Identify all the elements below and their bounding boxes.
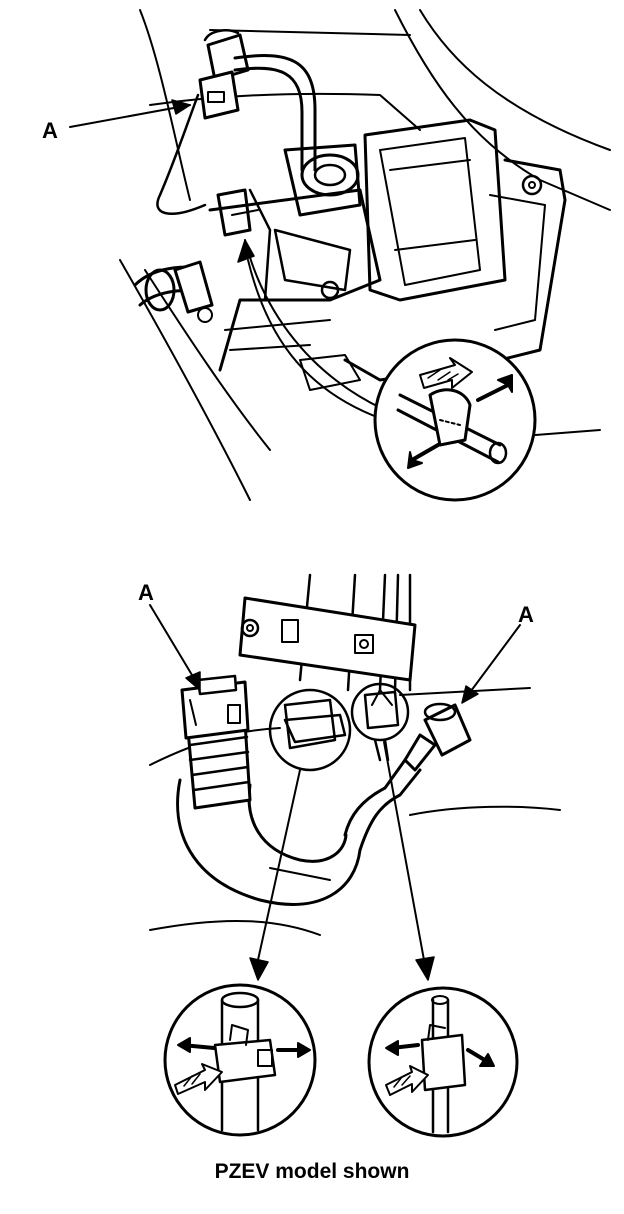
label-a-bottom-right: A bbox=[518, 602, 534, 627]
figure-caption: PZEV model shown bbox=[214, 1160, 410, 1183]
fuel-line-illustration bbox=[149, 573, 561, 981]
quick-connector-a-bottom-left bbox=[180, 674, 250, 740]
label-a-top: A bbox=[42, 118, 58, 143]
quick-connector-a-bottom-right bbox=[423, 702, 472, 757]
clip-release-detail-bottom-left bbox=[163, 983, 317, 1137]
clip-release-detail-bottom-right bbox=[367, 986, 519, 1138]
clip-release-detail-top bbox=[373, 338, 537, 502]
quick-connector-a-top bbox=[198, 29, 250, 120]
engine-bay-illustration bbox=[69, 9, 611, 501]
label-a-bottom-left: A bbox=[138, 580, 154, 605]
